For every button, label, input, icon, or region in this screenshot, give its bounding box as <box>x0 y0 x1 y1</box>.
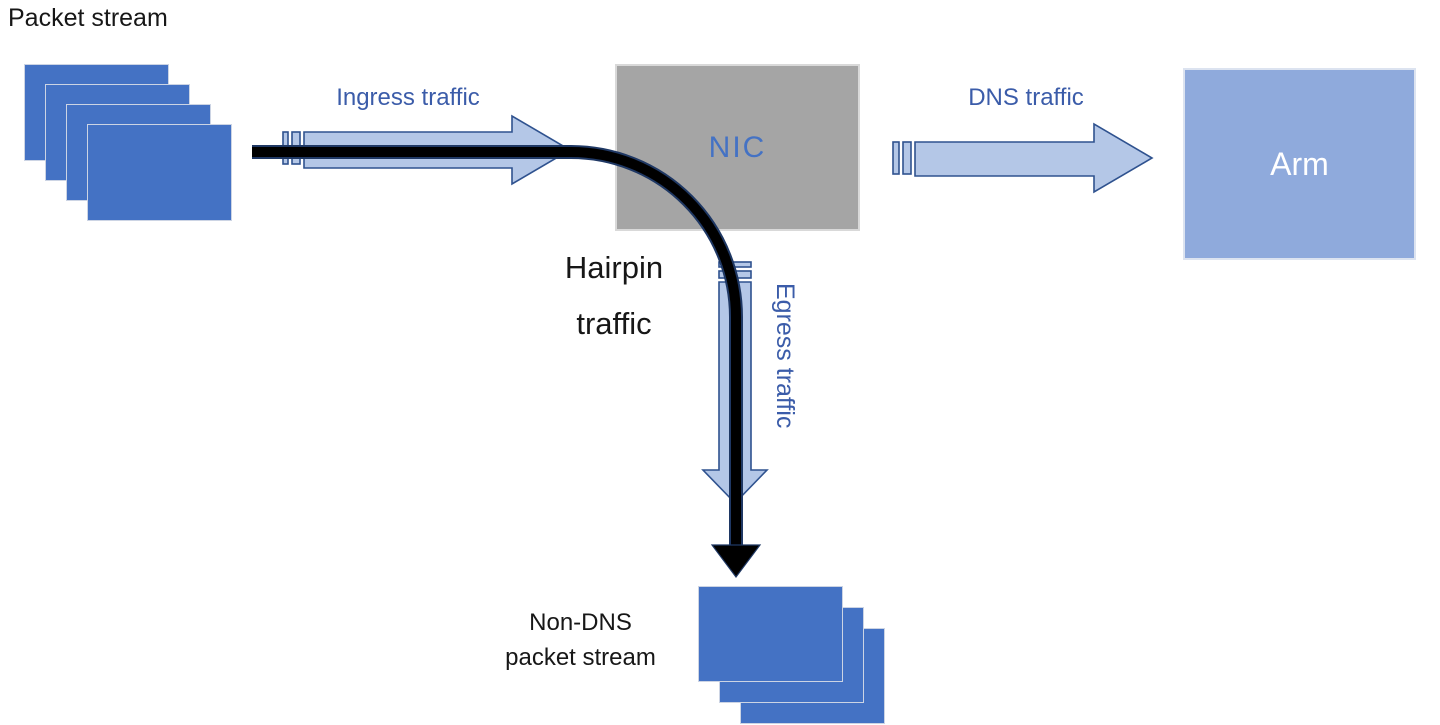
arm-label: Arm <box>1270 145 1329 182</box>
dns-traffic-label: DNS traffic <box>968 84 1084 111</box>
non-dns-label-line1: Non-DNS <box>529 609 632 636</box>
packet-card <box>87 124 232 221</box>
dns-arrow-stripe <box>902 141 912 175</box>
ingress-arrow <box>282 114 572 186</box>
dns-arrow-shape <box>914 122 1154 194</box>
packet-stream-label: Packet stream <box>8 4 168 32</box>
egress-arrow-stripe <box>718 270 752 279</box>
nic-box: NIC <box>615 64 860 231</box>
hairpin-label-line1: Hairpin <box>564 250 664 285</box>
dns-arrow <box>892 122 1154 194</box>
dns-arrow-stripe <box>892 141 900 175</box>
packet-card <box>698 586 843 682</box>
ingress-traffic-label: Ingress traffic <box>336 84 480 111</box>
egress-traffic-label: Egress traffic <box>771 283 799 429</box>
egress-arrow-stripe <box>718 261 752 268</box>
hairpin-label-line2: traffic <box>576 306 652 341</box>
ingress-arrow-shape <box>303 114 572 186</box>
hairpin-arrowhead <box>710 544 762 578</box>
non-dns-packet-stream-label: Non-DNS packet stream <box>478 605 683 675</box>
nic-label: NIC <box>708 130 767 164</box>
non-dns-label-line2: packet stream <box>505 644 656 671</box>
ingress-arrow-stripe <box>282 131 289 165</box>
ingress-arrow-stripe <box>291 131 301 165</box>
hairpin-traffic-label: Hairpin traffic <box>514 240 714 352</box>
arm-box: Arm <box>1183 68 1416 260</box>
